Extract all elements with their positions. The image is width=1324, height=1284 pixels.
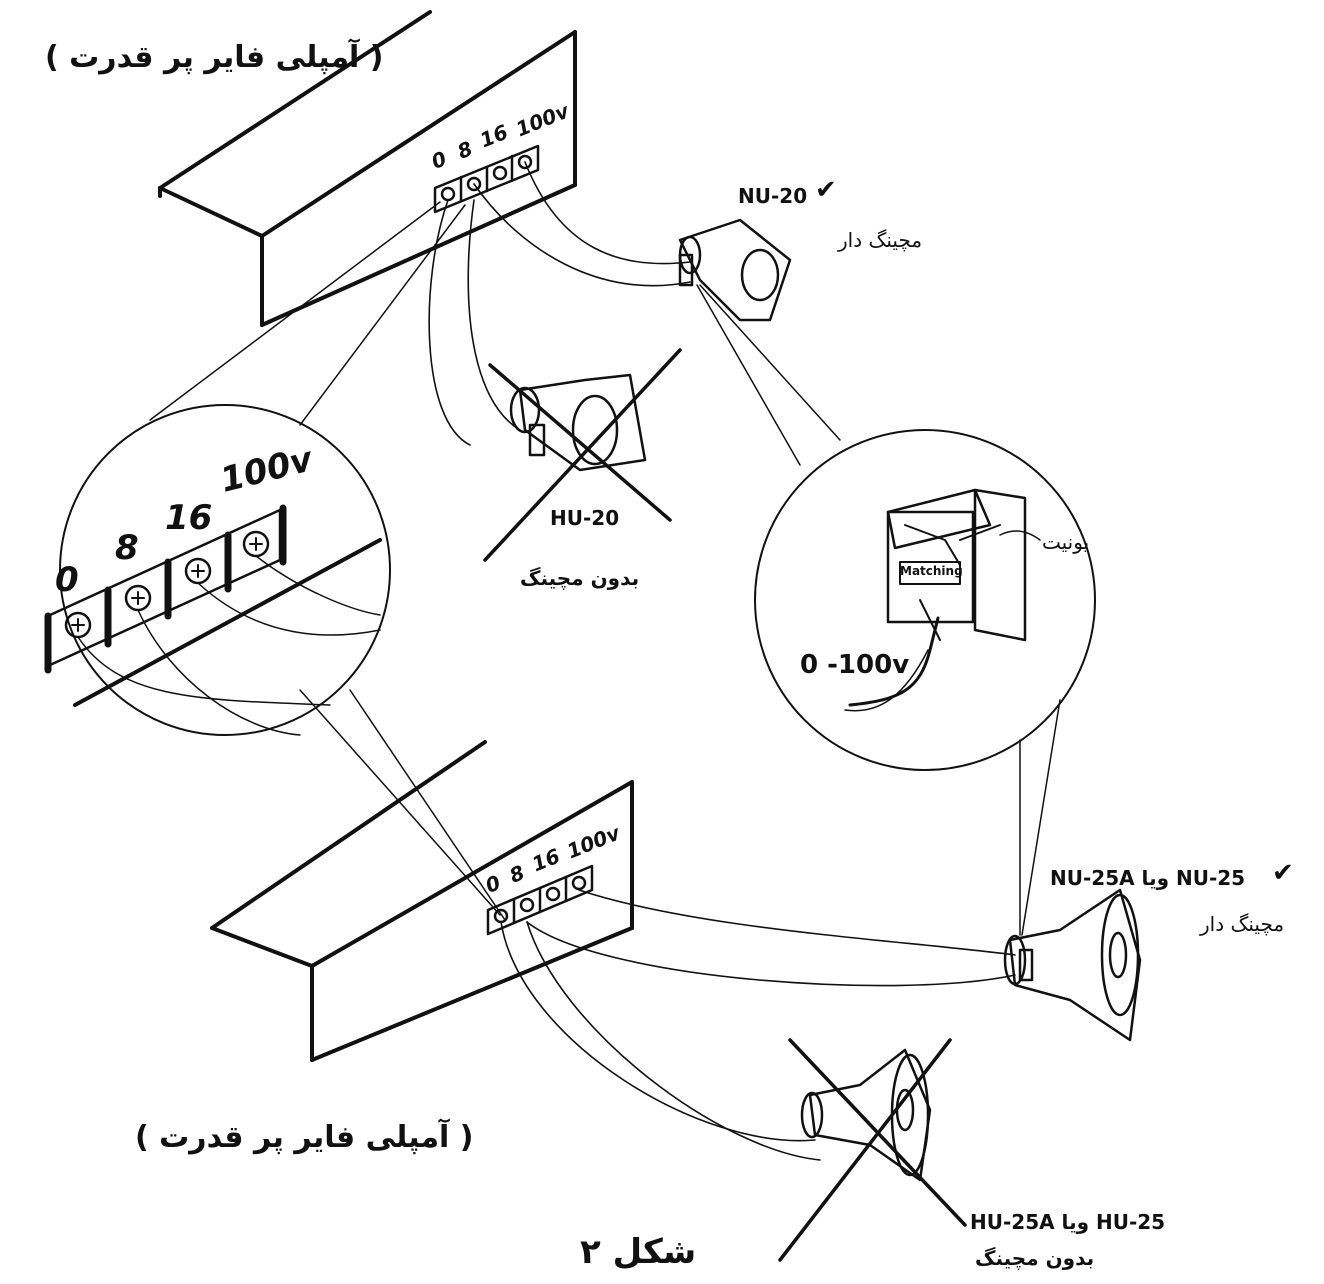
nu25-desc-label: مچینگ دار (1200, 912, 1285, 936)
hu20-horn (509, 373, 647, 472)
voltage-range-label: 0 -100v (800, 650, 910, 680)
amplifier-top (158, 10, 577, 327)
nu20-horn (678, 218, 792, 322)
hu25-model-label: HU-25 ویا HU-25A (970, 1210, 1166, 1234)
nu25-model-label: NU-25 ویا NU-25A (1050, 866, 1246, 890)
wires-top (428, 161, 691, 446)
hu25-cross (778, 1038, 967, 1262)
wires-bottom (500, 889, 1016, 1161)
terminal-strip-top (433, 144, 540, 214)
matching-unit-zoom-circle (696, 284, 1096, 936)
nu20-desc-label: مچینگ دار (838, 228, 923, 252)
terminal-label-0-zoom: 0 (55, 560, 79, 600)
nu20-model-label: NU-20 (738, 184, 808, 208)
hu20-model-label: HU-20 (550, 506, 620, 530)
amplifier-bottom (210, 740, 634, 1062)
nu20-check-icon: ✔ (815, 175, 837, 205)
nu25-check-icon: ✔ (1272, 858, 1294, 888)
terminal-label-8-zoom: 8 (115, 528, 139, 568)
unit-label: یونیت (1042, 530, 1090, 554)
terminal-label-16-zoom: 16 (165, 498, 213, 538)
hu20-desc-label: بدون مچینگ (520, 566, 640, 590)
amp-top-label: ( آمپلی فایر پر قدرت ) (45, 40, 384, 75)
hu25-desc-label: بدون مچینگ (975, 1246, 1095, 1270)
hu25-horn (800, 1048, 932, 1182)
terminal-strip-bottom (486, 864, 594, 936)
figure-caption: شکل ۲ (580, 1232, 697, 1272)
amp-bottom-label: ( آمپلی فایر پر قدرت ) (135, 1120, 474, 1155)
nu25-horn (1003, 888, 1142, 1042)
terminal-zoom-circle (44, 201, 506, 921)
matching-tag: Matching (900, 564, 963, 578)
hu20-cross (483, 348, 682, 562)
